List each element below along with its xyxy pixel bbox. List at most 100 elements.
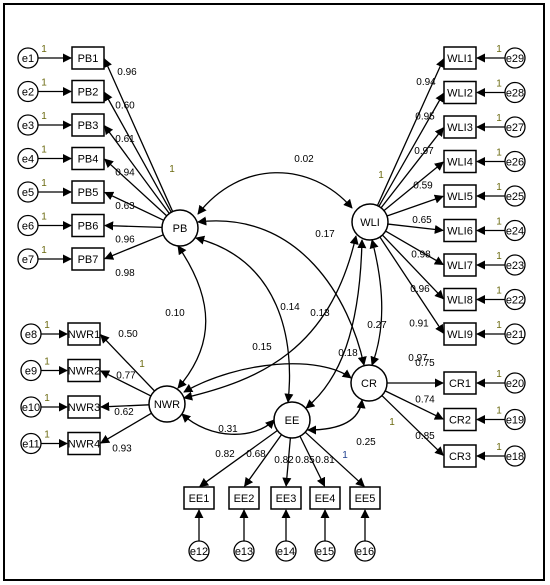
loading-path — [100, 412, 152, 444]
loading-path — [385, 230, 444, 266]
loading-label: 0.96 — [115, 235, 135, 246]
error-weight-label: 1 — [44, 393, 50, 404]
error-label: e22 — [506, 295, 524, 307]
fixed-loading-label: 1 — [389, 417, 395, 428]
correlation-label: 0.17 — [315, 229, 335, 240]
loading-path — [304, 431, 365, 487]
loading-path — [100, 334, 156, 392]
loading-label: 0.74 — [415, 395, 435, 406]
error-circle-e8 — [20, 323, 42, 345]
indicator-box-wli5 — [443, 184, 477, 208]
indicator-box-nwr2 — [67, 358, 101, 383]
error-weight-label: 1 — [496, 442, 502, 453]
correlation-label: 0.27 — [367, 320, 387, 331]
indicator-label: PB4 — [78, 154, 99, 166]
loading-label: 0.95 — [415, 112, 435, 123]
error-label: e23 — [506, 260, 524, 272]
error-weight-label: 1 — [496, 113, 502, 124]
loading-label: 0.97 — [414, 146, 434, 157]
error-weight-label: 1 — [496, 320, 502, 331]
loading-path — [387, 223, 444, 234]
error-weight-label: 1 — [496, 44, 502, 55]
error-label: e13 — [235, 546, 253, 558]
error-circle-e25 — [504, 185, 526, 207]
loading-path — [378, 92, 445, 207]
loading-path — [299, 435, 326, 487]
error-circle-e1 — [17, 47, 39, 69]
loading-label: 0.82 — [215, 449, 235, 460]
error-weight-label: 1 — [44, 357, 50, 368]
indicator-box-pb4 — [71, 146, 105, 171]
loading-path — [103, 91, 172, 213]
error-circle-e20 — [504, 372, 526, 394]
indicator-box-wli4 — [443, 149, 477, 174]
error-circle-e19 — [504, 408, 526, 431]
loading-path — [244, 434, 283, 487]
error-circle-e2 — [17, 80, 39, 103]
indicator-box-ee1 — [183, 486, 215, 510]
error-weight-label: 1 — [496, 251, 502, 262]
error-label: e2 — [22, 87, 34, 99]
indicator-box-nwr3 — [67, 395, 101, 419]
correlation-pb-cr — [197, 216, 367, 366]
loading-path — [100, 402, 150, 412]
latent-pb — [161, 209, 199, 247]
error-weight-label: 1 — [41, 245, 47, 256]
loading-label: 0.68 — [246, 449, 266, 460]
loading-label: 0.85 — [295, 455, 315, 466]
loading-path — [103, 58, 174, 212]
loading-path — [384, 390, 444, 420]
indicator-label: PB7 — [78, 254, 99, 266]
error-circle-e6 — [17, 214, 39, 237]
indicator-label: WLI5 — [447, 191, 473, 203]
error-label: e12 — [190, 546, 208, 558]
error-circle-e10 — [20, 396, 42, 418]
error-weight-label: 1 — [496, 79, 502, 90]
loading-label: 0.62 — [114, 407, 134, 418]
latent-nwr — [148, 385, 186, 423]
correlation-label: 0.14 — [280, 302, 300, 313]
correlation-label: 0.15 — [252, 342, 272, 353]
loading-path — [104, 234, 164, 260]
fixed-loading-label: 1 — [169, 164, 175, 175]
error-label: e16 — [356, 546, 374, 558]
loading-path — [199, 429, 278, 487]
correlation-wli-cr — [369, 239, 383, 366]
indicator-box-wli7 — [443, 253, 477, 277]
loading-label: 0.94 — [115, 168, 135, 179]
correlation-pb-wli — [197, 172, 353, 215]
indicator-box-wli6 — [443, 218, 477, 243]
loading-label: 0.82 — [274, 455, 294, 466]
fixed-loading-label: 1 — [378, 170, 384, 181]
error-label: e25 — [506, 191, 524, 203]
fixed-loading-label: 1 — [342, 450, 348, 461]
loading-path — [104, 125, 170, 214]
indicator-label: PB2 — [78, 87, 99, 99]
loading-path — [376, 58, 445, 206]
indicator-box-pb6 — [71, 213, 105, 238]
loading-path — [379, 236, 444, 334]
error-circle-e3 — [17, 114, 39, 136]
loading-path — [104, 158, 168, 217]
loading-label: 0.77 — [116, 371, 136, 382]
error-weight-label: 1 — [41, 212, 47, 223]
indicator-label: EE3 — [276, 493, 297, 505]
loading-label: 0.96 — [117, 67, 137, 78]
error-label: e7 — [22, 254, 34, 266]
indicator-label: WLI4 — [447, 157, 473, 169]
correlation-ee-cr — [307, 399, 366, 435]
indicator-label: WLI6 — [447, 226, 473, 238]
indicator-box-pb3 — [71, 113, 105, 137]
loading-path — [104, 221, 163, 231]
error-circle-e27 — [504, 116, 526, 138]
indicator-label: NWR4 — [68, 439, 100, 451]
error-label: e26 — [506, 157, 524, 169]
error-weight-label: 1 — [44, 430, 50, 441]
indicator-box-ee5 — [349, 486, 381, 510]
indicator-box-cr1 — [443, 371, 477, 395]
error-circle-e11 — [20, 432, 42, 455]
error-label: e27 — [506, 122, 524, 134]
error-weight-label: 1 — [496, 182, 502, 193]
